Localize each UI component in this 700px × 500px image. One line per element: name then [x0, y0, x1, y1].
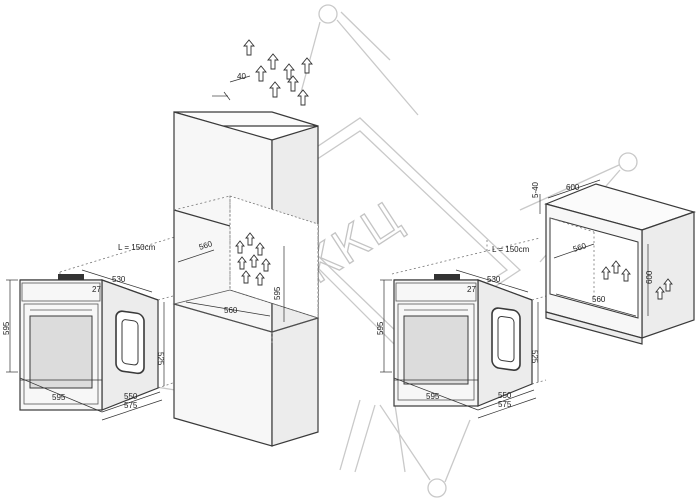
left-oven-window — [29, 315, 93, 389]
right-oven-window — [403, 315, 469, 385]
left-oven-door — [23, 303, 99, 405]
right-oven-control-panel — [395, 282, 477, 302]
tall-cabinet-drawing: 560 560 595 40 — [172, 39, 320, 447]
undercounter-niche-depth-label: 560 — [572, 241, 588, 254]
tall-cabinet-airflow-arrows — [243, 39, 313, 106]
arrow-up-icon — [301, 57, 313, 74]
left-oven-side-label: 525 — [156, 352, 165, 366]
undercounter-niche-height-label: 600 — [645, 270, 654, 284]
left-oven-depth-550-label: 550 — [124, 392, 138, 401]
right-oven-depth-label: 530 — [487, 275, 501, 284]
arrow-up-icon — [243, 39, 255, 56]
arrow-up-icon — [297, 89, 309, 106]
right-oven-drawing: L = 150cm 595 595 530 27 525 550 575 — [376, 237, 547, 419]
tall-cabinet-niche-width-label: 560 — [224, 306, 238, 315]
right-oven-door — [397, 303, 475, 401]
undercounter-cabinet-drawing: 5-40 600 560 560 600 — [531, 179, 696, 345]
undercounter-niche-depth-dim — [553, 243, 595, 259]
arrow-up-icon — [287, 75, 299, 92]
tall-cabinet-vent-label: 40 — [237, 72, 246, 81]
arrow-up-icon — [269, 81, 281, 98]
arrow-up-icon — [255, 65, 267, 82]
undercounter-top-depth-dim — [547, 179, 601, 199]
right-oven-depth-550-label: 550 — [498, 391, 512, 400]
tall-cabinet-niche-height-label: 595 — [273, 286, 282, 300]
left-oven-cable-line — [59, 235, 179, 273]
left-oven-depth-label: 530 — [112, 275, 126, 284]
left-oven-width-dim — [19, 377, 103, 413]
right-oven-cable-label: L = 150cm — [492, 245, 530, 254]
right-oven-height-label: 595 — [376, 321, 385, 335]
left-oven-depth-dim — [81, 269, 153, 293]
undercounter-airflow-arrows — [601, 260, 673, 300]
right-oven-width-dim — [393, 377, 479, 411]
left-oven-control-panel — [21, 282, 101, 302]
arrow-up-icon — [283, 63, 295, 80]
tall-cabinet-niche-width-dim — [185, 301, 271, 317]
tall-cabinet-niche — [229, 195, 319, 319]
tall-cabinet-niche-arrows — [235, 232, 271, 286]
undercounter-niche-width-dim — [555, 293, 637, 317]
right-oven-depth-dim — [455, 269, 529, 293]
right-oven-gap-label: 27 — [467, 285, 476, 294]
left-oven-gap-label: 27 — [92, 285, 101, 294]
left-oven-height-label: 595 — [2, 321, 11, 335]
right-oven-depth-575-label: 575 — [498, 400, 512, 409]
right-oven-vent — [434, 274, 460, 280]
left-oven-vent — [58, 274, 84, 280]
tall-cabinet-niche-depth-label: 560 — [198, 239, 214, 252]
tall-cabinet-niche-depth-dim — [177, 249, 215, 263]
left-oven-cable-label: L = 150cm — [118, 243, 156, 252]
left-oven-drawing: L = 150cm 595 595 530 27 525 — [2, 235, 301, 421]
arrow-up-icon — [267, 53, 279, 70]
right-oven-width-label: 595 — [426, 392, 440, 401]
left-oven-width-label: 595 — [52, 393, 66, 402]
right-oven-cable-line — [391, 237, 541, 275]
undercounter-niche-width-label: 560 — [592, 295, 606, 304]
left-oven-depth-575-label: 575 — [124, 401, 138, 410]
tall-cabinet-vent-dim — [229, 75, 251, 83]
undercounter-top-depth-label: 600 — [566, 183, 580, 192]
right-oven-side-label: 525 — [530, 350, 539, 364]
undercounter-gap-label: 5-40 — [531, 181, 540, 198]
